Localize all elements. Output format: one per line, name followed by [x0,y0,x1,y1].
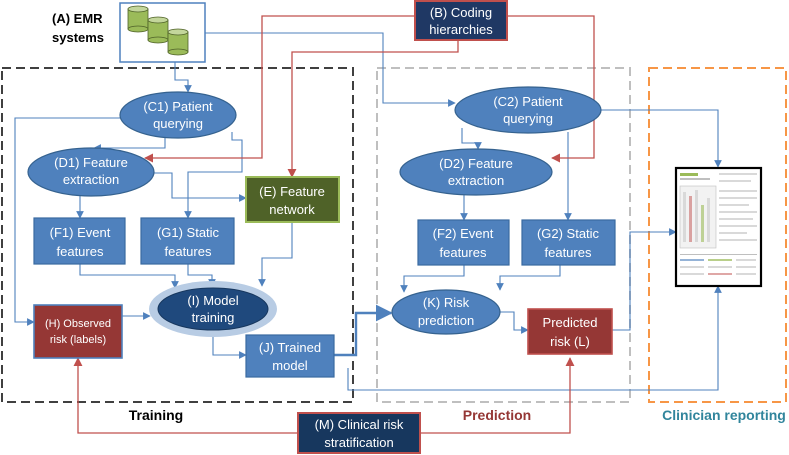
edge-i-j [212,332,247,359]
emr-database-icon [119,2,206,63]
training-section-label: Training [129,407,183,423]
edge-m-h [73,357,298,434]
edge-b-d1 [144,15,415,163]
edge-m-l [420,357,575,434]
clinician-section-label: Clinician reporting [662,407,786,423]
edge-j-report [347,285,722,391]
training-section-frame [1,67,354,403]
edge-j-k [334,304,393,357]
edge-b-d2 [505,15,595,163]
clinical-report-thumbnail [674,166,763,288]
edge-b-e [287,40,459,178]
edge-emr-c1 [174,62,192,93]
clinician-section-frame [648,67,787,403]
edge-l-report [612,228,677,331]
edge-g1-i [187,264,216,287]
edge-f1-i [79,264,179,289]
edge-c2-d2 [461,128,482,150]
edge-c1-g1 [184,132,243,219]
edge-c1-h [14,117,123,326]
edge-g2-k [496,265,561,291]
emr-systems-label: (A) EMR systems [52,11,106,45]
edge-c1-d1 [93,138,166,152]
edge-emr-c2 [205,32,456,107]
edge-k-l [500,311,529,334]
edge-c2-report [601,109,722,168]
edge-f2-k [400,265,465,293]
edge-e-i [258,222,293,287]
edge-d1-e [153,172,247,202]
prediction-section-label: Prediction [463,407,531,423]
